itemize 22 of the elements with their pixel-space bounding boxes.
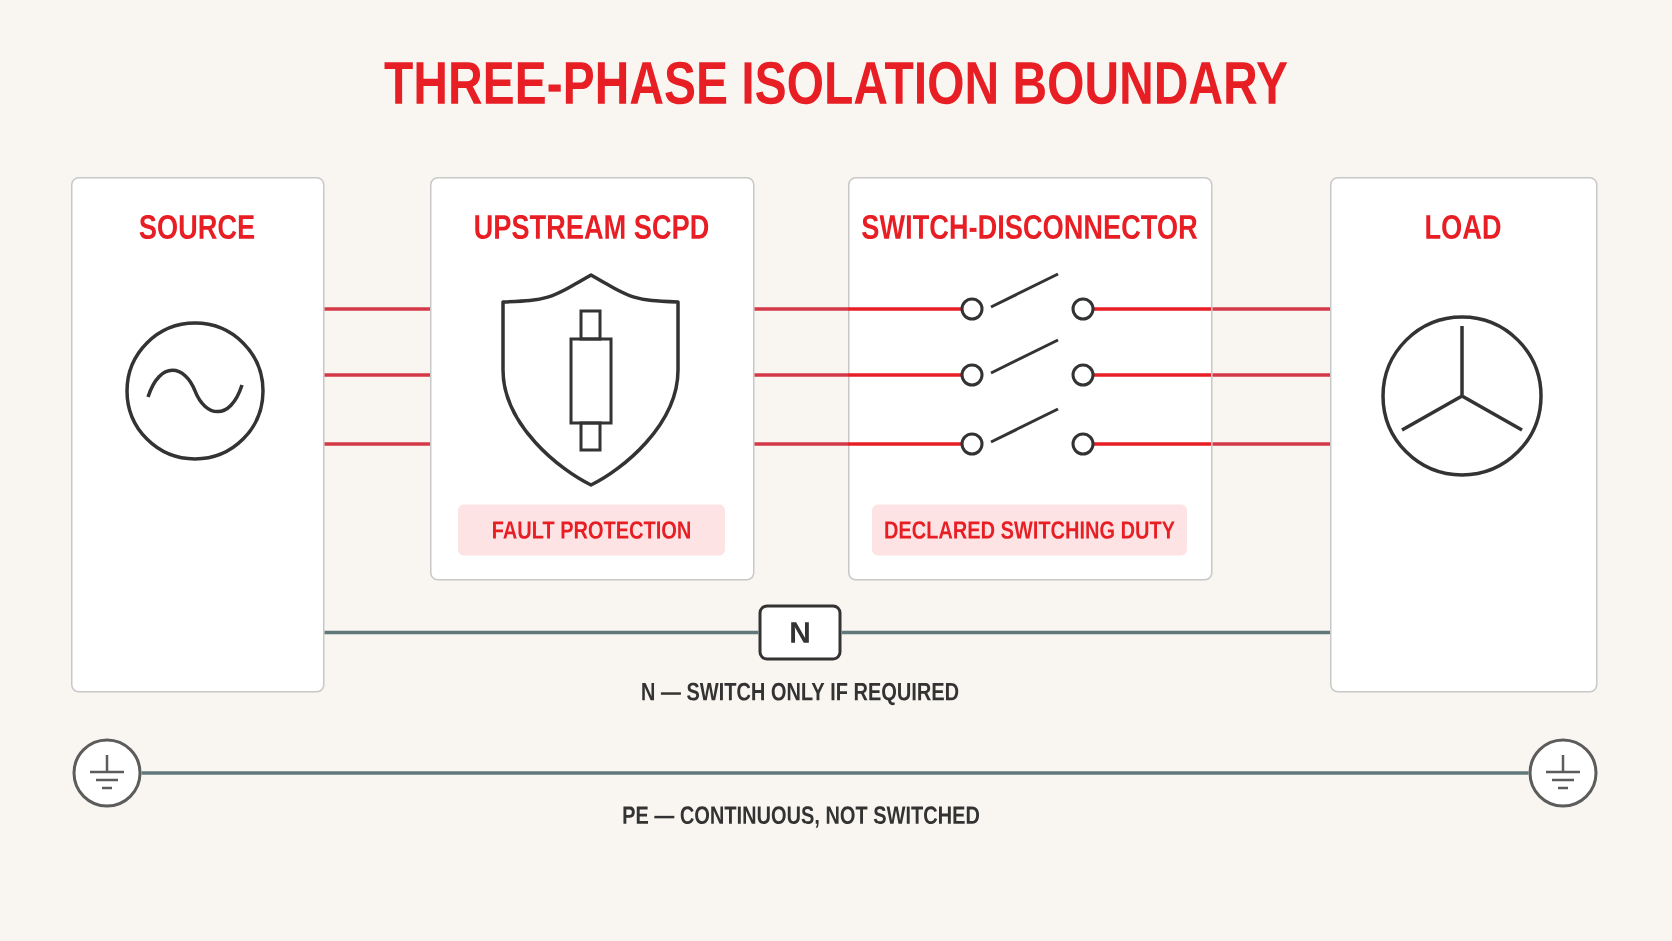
conductor-line [841,630,1330,635]
tag-pill: DECLARED SWITCHING DUTY [872,504,1187,556]
phase-line [1212,373,1330,377]
conductor-line [141,771,1529,775]
tag-pill: FAULT PROTECTION [458,504,725,556]
panel-box: SOURCE [71,177,325,693]
conductor-line [324,630,759,635]
phase-line [1212,442,1330,446]
phase-line [324,307,430,311]
line-caption: N — SWITCH ONLY IF REQUIRED [642,682,959,706]
phase-line [324,373,430,377]
phase-line [754,442,848,446]
line-caption: PE — CONTINUOUS, NOT SWITCHED [623,806,980,828]
phase-line [754,373,848,377]
phase-line [1212,307,1330,311]
ground-symbol [72,738,142,808]
title: THREE-PHASE ISOLATION BOUNDARY [384,61,1288,105]
panel-box: LOAD [1330,177,1598,693]
phase-line [324,442,430,446]
ground-symbol [1528,738,1598,808]
neutral-box: N [758,604,842,661]
phase-line [754,307,848,311]
